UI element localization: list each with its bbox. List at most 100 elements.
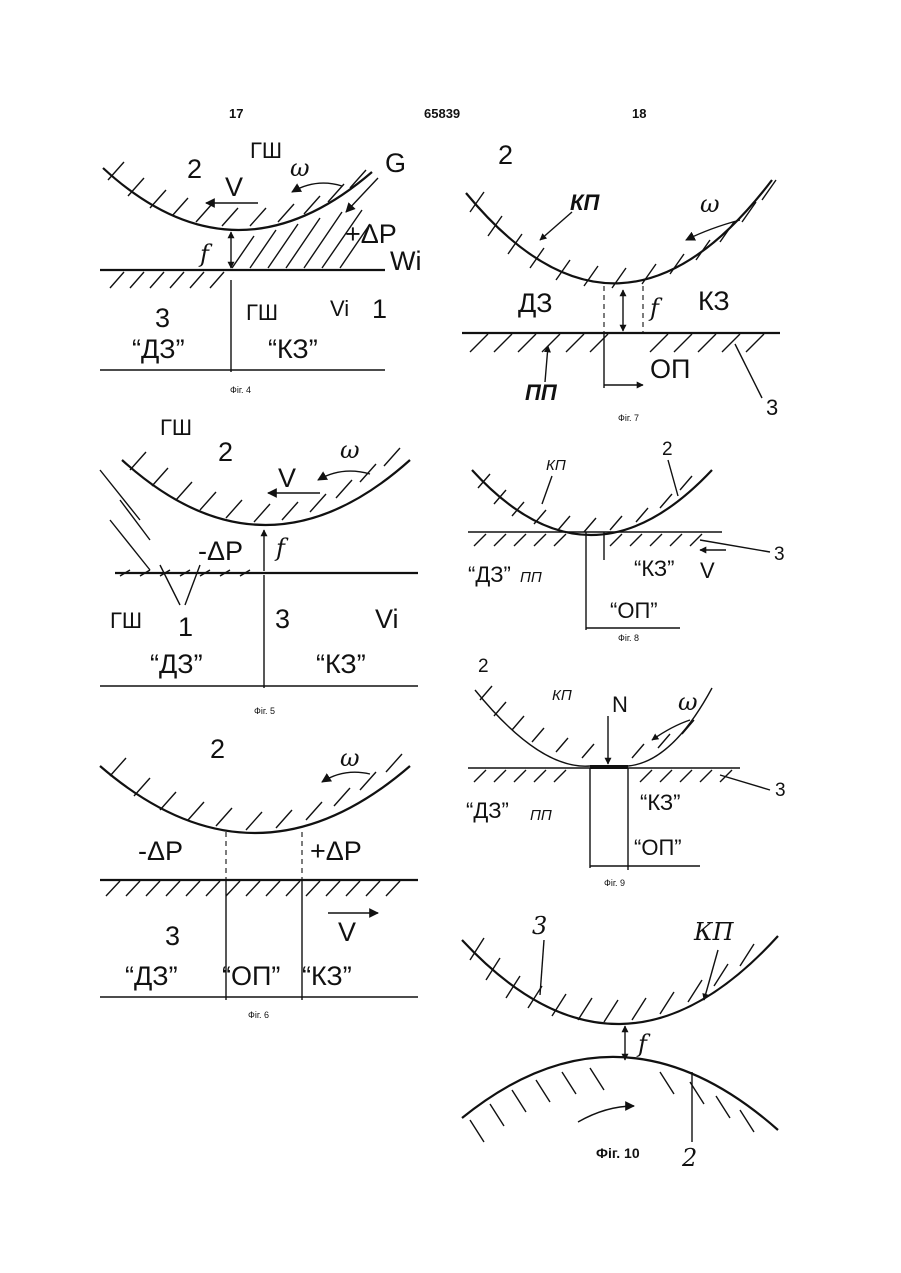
leader-base (720, 775, 770, 790)
label-minus-dp: -ΔP (138, 836, 183, 866)
label-load: N (612, 692, 628, 717)
label-roller: 2 (210, 734, 225, 764)
label-plus-dp: +ΔP (310, 836, 362, 866)
label-gap: f (198, 240, 213, 268)
base-hatching (110, 272, 224, 288)
roller-contour (466, 180, 772, 283)
label-vi: Vi (330, 296, 349, 321)
label-base: 3 (165, 921, 180, 951)
label-pp: ПП (525, 380, 558, 405)
label-minus-dp: -ΔP (198, 536, 243, 566)
right-page-number: 18 (632, 106, 646, 121)
label-dz: “ДЗ” (150, 649, 203, 679)
roller-contour (100, 766, 410, 833)
lower-roller-hatching (470, 1068, 754, 1142)
roller-hatching (480, 686, 694, 758)
page-header: 17 65839 18 (229, 106, 646, 121)
label-gap: f (636, 1030, 651, 1058)
label-omega: ω (678, 688, 698, 716)
inlet-hatching (100, 470, 150, 570)
label-roller: 2 (218, 437, 233, 467)
label-gap: f (274, 534, 289, 562)
label-base: 3 (155, 303, 170, 333)
label-op: “ОП” (610, 598, 658, 623)
label-force: G (385, 148, 406, 178)
figure-10-caption: Фіг. 10 (596, 1145, 640, 1161)
label-velocity: V (225, 172, 243, 202)
base-hatching (106, 881, 400, 896)
leader-kp (542, 476, 552, 504)
label-gsh-bottom: ГШ (110, 608, 142, 633)
label-gap: f (648, 294, 663, 322)
lower-roller-contour (462, 1057, 778, 1130)
label-dz: “ДЗ” (125, 961, 178, 991)
left-page-number: 17 (229, 106, 243, 121)
figure-5-caption: Фіг. 5 (254, 706, 275, 716)
label-roller: 2 (478, 656, 489, 677)
label-op: “ОП” (634, 835, 682, 860)
leader-base (735, 344, 762, 398)
label-velocity: V (700, 558, 715, 583)
label-base: 3 (774, 544, 785, 565)
figure-8: КП 2 “ДЗ” ПП “КЗ” V 3 “ОП” Фіг. 8 (468, 439, 785, 643)
label-kp: КП (546, 457, 566, 474)
label-op: ОП (650, 354, 690, 384)
label-omega: ω (700, 190, 720, 218)
label-omega: ω (340, 744, 360, 772)
label-kz: “КЗ” (640, 790, 681, 815)
figure-8-caption: Фіг. 8 (618, 633, 639, 643)
leader-kp (540, 212, 572, 240)
leader-1 (160, 565, 200, 605)
label-dz: ДЗ (518, 288, 553, 318)
leader-pp (545, 346, 548, 382)
omega-arrow (322, 772, 370, 782)
figure-6-caption: Фіг. 6 (248, 1010, 269, 1020)
roller-hatching (470, 180, 776, 288)
figure-10: 3 КП f 2 Фіг. 10 (462, 912, 778, 1172)
label-lower-roller: 2 (681, 1144, 697, 1172)
roller-contour (122, 460, 410, 525)
label-kz: “КЗ” (302, 961, 352, 991)
label-kp: КП (552, 687, 572, 704)
label-velocity: V (278, 463, 296, 493)
upper-roller-hatching (470, 938, 754, 1022)
label-plus-dp: +ΔP (345, 219, 397, 249)
label-base: 3 (766, 395, 778, 420)
leader-kp (704, 950, 718, 1000)
figure-9-caption: Фіг. 9 (604, 878, 625, 888)
label-dz: “ДЗ” (468, 562, 511, 587)
base-hatching (470, 334, 764, 352)
label-dz: “ДЗ” (132, 334, 185, 364)
label-pp: ПП (520, 569, 542, 586)
upper-roller-contour (462, 936, 778, 1024)
patent-number: 65839 (424, 106, 460, 121)
roller-contour (475, 688, 712, 766)
label-op: “ОП” (222, 961, 280, 991)
label-velocity: V (338, 917, 356, 947)
label-vi: Vi (375, 604, 399, 634)
label-one: 1 (372, 294, 387, 324)
label-kz: “КЗ” (634, 556, 675, 581)
figure-4-caption: Фіг. 4 (230, 385, 251, 395)
label-roller: 2 (187, 154, 202, 184)
label-dz: “ДЗ” (466, 798, 509, 823)
leader-roller (668, 460, 678, 496)
base-hatching (474, 770, 732, 782)
label-kz: КЗ (698, 286, 730, 316)
figure-6: 2 ω -ΔP +ΔP 3 V “ДЗ” “ОП” “КЗ” Фіг. 6 (100, 734, 418, 1020)
label-roller: 2 (662, 439, 673, 460)
omega-arrow (686, 220, 740, 240)
roller-hatching (478, 474, 692, 532)
figure-4: 2 ГШ V ω G +ΔP Wi f 3 ГШ Vi 1 “ДЗ” “КЗ” … (100, 138, 421, 395)
label-kz: “КЗ” (268, 334, 318, 364)
rotation-arrow (578, 1106, 634, 1122)
label-kp: КП (693, 918, 735, 946)
label-gsh-top: ГШ (160, 415, 192, 440)
label-pp: ПП (530, 807, 552, 824)
label-one: 1 (178, 612, 193, 642)
label-wi: Wi (390, 246, 421, 276)
roller-contour (472, 470, 712, 535)
label-upper-roller: 3 (532, 912, 547, 940)
label-base: 3 (275, 604, 290, 634)
